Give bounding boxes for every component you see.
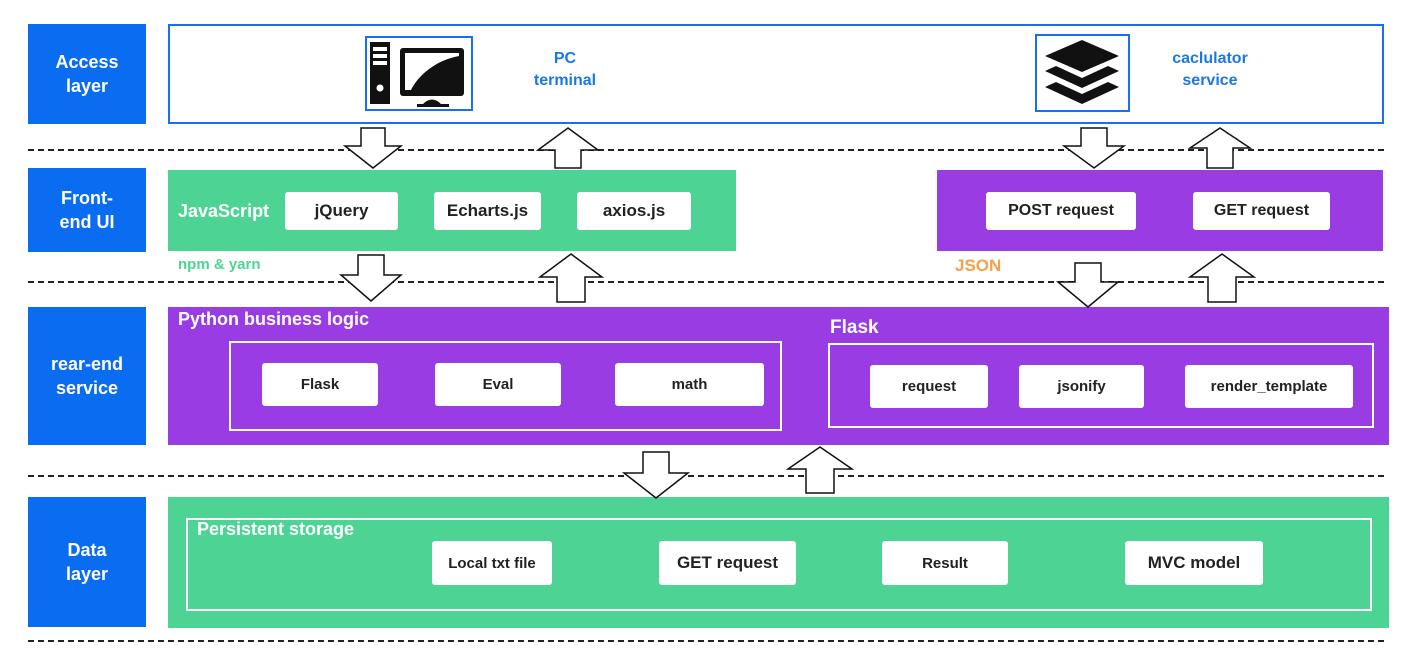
lib-axios: axios.js [577, 192, 691, 230]
layer-label-line: rear-end [50, 354, 124, 374]
separator-line [28, 475, 1384, 477]
lib-jquery: jQuery [285, 192, 398, 230]
lib-echarts: Echarts.js [434, 192, 541, 230]
storage-item-local-txt: Local txt file [432, 541, 552, 585]
calculator-service-label: caclulator service [1145, 48, 1275, 92]
layer-label-line: layer [65, 564, 109, 584]
persistent-storage-title: Persistent storage [197, 519, 355, 539]
arrow-down-icon [342, 127, 404, 169]
layer-label-line: Data [67, 540, 107, 560]
flask-title: Flask [830, 317, 879, 338]
flask-frame [828, 343, 1374, 428]
python-logic-frame [229, 341, 782, 431]
arrow-up-icon [535, 127, 601, 169]
arrow-down-icon [1055, 262, 1121, 308]
desktop-computer-icon [370, 42, 464, 107]
flask-item-request: request [870, 365, 988, 408]
python-business-logic-title: Python business logic [178, 309, 370, 329]
flask-item-render-template: render_template [1185, 365, 1353, 408]
arrow-up-icon [785, 446, 855, 494]
npm-yarn-note: npm & yarn [178, 256, 261, 273]
arrow-up-icon [1187, 253, 1257, 303]
layer-label-data: Data layer [28, 497, 146, 627]
storage-item-mvc-model: MVC model [1125, 541, 1263, 585]
json-note: JSON [955, 256, 1002, 275]
python-item-eval: Eval [435, 363, 561, 406]
get-request-button: GET request [1193, 192, 1330, 230]
pc-terminal-label-line: terminal [533, 72, 597, 89]
calculator-service-label-line: caclulator [1172, 50, 1248, 67]
calculator-service-icon-frame [1035, 34, 1130, 112]
layers-stack-icon [1045, 40, 1119, 104]
javascript-title: JavaScript [178, 201, 270, 221]
arrow-down-icon [338, 254, 404, 302]
separator-line [28, 281, 1384, 283]
python-item-math: math [615, 363, 764, 406]
layer-label-line: end UI [59, 212, 115, 232]
storage-item-result: Result [882, 541, 1008, 585]
layer-label-line: Front- [61, 188, 113, 208]
flask-item-jsonify: jsonify [1019, 365, 1144, 408]
layer-label-line: Access [55, 52, 119, 72]
python-item-flask: Flask [262, 363, 378, 406]
arrow-up-icon [1187, 127, 1253, 169]
separator-line [28, 149, 1384, 151]
layer-label-rearend: rear-end service [28, 307, 146, 445]
layer-label-line: layer [65, 76, 109, 96]
layer-label-line: service [55, 378, 119, 398]
arrow-down-icon [621, 451, 691, 499]
pc-terminal-label: PC terminal [500, 48, 630, 92]
calculator-service-label-line: service [1182, 72, 1238, 89]
layer-label-frontend: Front-end UI [28, 168, 146, 252]
post-request-button: POST request [986, 192, 1136, 230]
pc-terminal-icon-frame [365, 36, 473, 111]
pc-terminal-label-line: PC [553, 50, 577, 67]
arrow-down-icon [1061, 127, 1127, 169]
persistent-storage-frame [186, 518, 1372, 611]
separator-line [28, 640, 1384, 642]
arrow-up-icon [537, 253, 605, 303]
storage-item-get-request: GET request [659, 541, 796, 585]
layer-label-access: Access layer [28, 24, 146, 124]
